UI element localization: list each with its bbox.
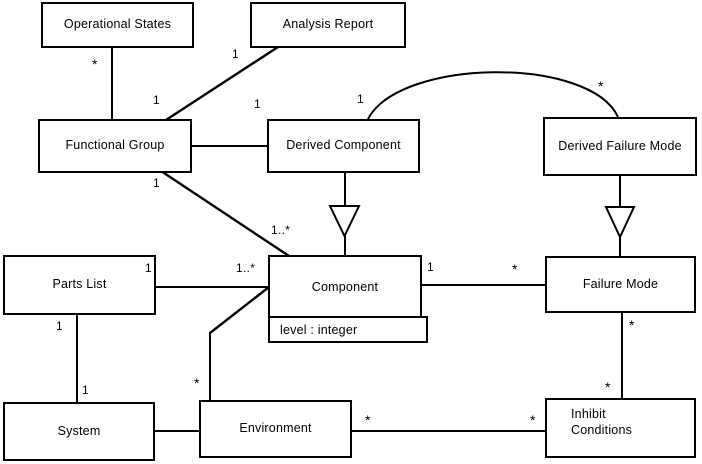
class-name-derived-failure-mode: Derived Failure Mode xyxy=(558,138,682,153)
class-box-component[interactable]: Component level : integer xyxy=(268,255,428,343)
multiplicity-parts-list-component-end: 1 xyxy=(145,261,152,275)
connector-component-environment-vertical-leg xyxy=(209,332,211,402)
multiplicity-analysis-report-end: 1 xyxy=(232,47,239,61)
class-attribute-compartment-component: level : integer xyxy=(268,316,428,343)
class-box-parts-list[interactable]: Parts List xyxy=(3,255,156,315)
multiplicity-derived-failure-mode-arc-end: * xyxy=(598,78,604,94)
multiplicity-failure-mode-inhibit-conditions-end: * xyxy=(629,317,635,333)
class-name-failure-mode: Failure Mode xyxy=(582,276,659,291)
multiplicity-derived-component-left-end: 1 xyxy=(254,97,261,111)
connector-parts-list-system xyxy=(76,313,78,404)
multiplicity-operational-states-functional-group: * xyxy=(92,56,98,72)
multiplicity-system-parts-list-end: 1 xyxy=(82,383,89,397)
multiplicity-component-parts-list-end: 1..* xyxy=(236,261,256,275)
class-box-environment[interactable]: Environment xyxy=(199,400,352,458)
connector-derived-component-generalization-stem-top xyxy=(344,171,346,207)
connector-operational-states-functional-group xyxy=(111,46,113,121)
class-box-failure-mode[interactable]: Failure Mode xyxy=(545,256,696,313)
class-name-analysis-report: Analysis Report xyxy=(282,17,374,32)
connector-derived-failure-mode-generalization-stem-bottom xyxy=(619,236,621,258)
connector-failure-mode-inhibit-conditions xyxy=(621,311,623,400)
multiplicity-environment-inhibit-conditions-end: * xyxy=(365,412,371,428)
class-attribute-component-level: level : integer xyxy=(280,322,358,337)
connector-analysis-report-functional-group xyxy=(165,45,279,122)
class-box-functional-group[interactable]: Functional Group xyxy=(38,119,192,173)
connector-functional-group-component xyxy=(160,170,290,257)
connector-system-environment xyxy=(153,430,201,432)
connector-functional-group-derived-component xyxy=(190,145,269,147)
class-name-inhibit-conditions: Inhibit Conditions xyxy=(571,407,633,437)
connector-component-environment-diagonal-leg xyxy=(209,286,270,334)
class-box-operational-states[interactable]: Operational States xyxy=(41,2,194,48)
multiplicity-inhibit-conditions-environment-end: * xyxy=(530,412,536,428)
multiplicity-parts-list-system-end: 1 xyxy=(56,319,63,333)
class-box-derived-component[interactable]: Derived Component xyxy=(267,119,420,173)
connector-parts-list-component xyxy=(154,286,270,288)
class-name-system: System xyxy=(57,423,101,438)
class-name-environment: Environment xyxy=(239,421,312,436)
multiplicity-component-functional-group-end: 1..* xyxy=(271,223,291,237)
multiplicity-functional-group-analysis-report-end: 1 xyxy=(153,93,160,107)
connector-component-failure-mode xyxy=(420,284,547,286)
class-name-operational-states: Operational States xyxy=(63,17,172,32)
multiplicity-environment-component-end: * xyxy=(194,375,200,391)
class-box-analysis-report[interactable]: Analysis Report xyxy=(250,2,406,48)
class-name-compartment-component: Component xyxy=(268,255,422,318)
class-name-functional-group: Functional Group xyxy=(65,138,165,153)
connector-environment-inhibit-conditions xyxy=(350,430,547,432)
connector-derived-component-generalization-stem-bottom xyxy=(344,235,346,257)
class-name-parts-list: Parts List xyxy=(52,277,107,292)
class-box-inhibit-conditions[interactable]: Inhibit Conditions xyxy=(545,398,696,458)
class-name-derived-component: Derived Component xyxy=(286,138,401,153)
generalization-arrowhead-derived-component xyxy=(328,205,361,239)
multiplicity-inhibit-conditions-failure-mode-end: * xyxy=(605,379,611,395)
multiplicity-functional-group-component-end: 1 xyxy=(153,176,160,190)
multiplicity-derived-component-arc-end: 1 xyxy=(357,92,364,106)
connector-derived-failure-mode-generalization-stem-top xyxy=(619,174,621,208)
class-box-system[interactable]: System xyxy=(3,402,155,461)
multiplicity-failure-mode-component-end: * xyxy=(512,261,518,277)
generalization-arrowhead-derived-failure-mode xyxy=(604,206,636,240)
connector-derived-component-derived-failure-mode-arc xyxy=(367,71,619,120)
class-box-derived-failure-mode[interactable]: Derived Failure Mode xyxy=(543,117,697,176)
class-name-component: Component xyxy=(311,279,379,294)
multiplicity-component-failure-mode-end: 1 xyxy=(427,260,434,274)
